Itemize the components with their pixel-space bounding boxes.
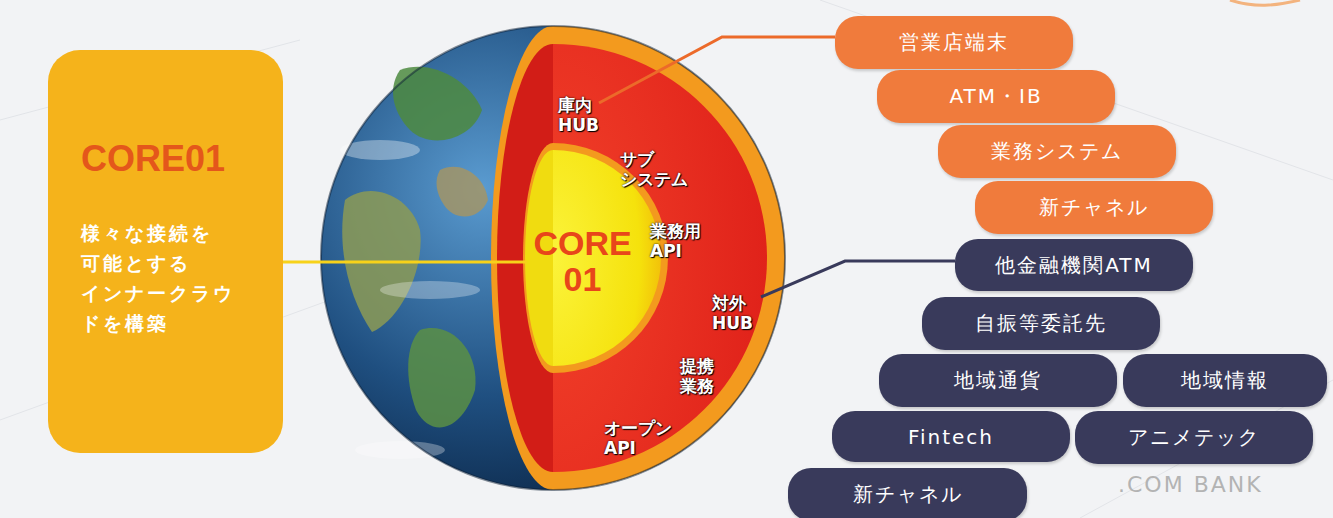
channel-pill: 新チャネル <box>975 181 1213 234</box>
earth-sphere <box>321 26 785 490</box>
node-title: 新チャネル <box>1039 194 1149 221</box>
node-title: 業務システム <box>991 138 1123 165</box>
layer-label: 業務用 API <box>650 222 701 261</box>
connector-line <box>283 261 527 264</box>
node-title: CORE 01 <box>533 226 631 297</box>
node-title: CORE01 <box>81 138 225 180</box>
layer-label: オープン API <box>604 419 672 458</box>
leader-line <box>761 261 955 297</box>
cloud <box>380 281 480 299</box>
background-line <box>820 0 1333 180</box>
watermark: .COM BANK <box>1118 472 1263 497</box>
core-circle: CORE 01 <box>527 220 638 304</box>
core-panel: CORE01 様々な接続を 可能とする インナークラウ ドを構築 <box>48 50 283 453</box>
channel-pill: 業務システム <box>938 125 1176 178</box>
continent <box>437 167 488 217</box>
node-body: 様々な接続を 可能とする インナークラウ ドを構築 <box>81 218 235 338</box>
node-title: 地域情報 <box>1181 367 1269 394</box>
node-title: 他金融機関ATM <box>995 252 1153 279</box>
earth-outline <box>321 26 785 490</box>
node-title: Fintech <box>908 425 994 449</box>
layer-label: 庫内 HUB <box>558 96 599 135</box>
layer-label: 対外 HUB <box>712 294 753 333</box>
layer-label: 提携 業務 <box>680 357 714 396</box>
partner-pill: 他金融機関ATM <box>955 239 1193 291</box>
partner-pill: Fintech <box>832 411 1070 462</box>
node-title: 自振等委託先 <box>975 310 1107 337</box>
node-title: 地域通貨 <box>954 367 1042 394</box>
leader-line <box>599 37 835 103</box>
partner-pill: アニメテック <box>1075 411 1313 464</box>
partner-pill: 地域情報 <box>1123 354 1327 407</box>
node-title: ATM・IB <box>949 83 1042 110</box>
node-title: 新チャネル <box>853 481 963 508</box>
node-title: アニメテック <box>1128 424 1260 451</box>
partner-pill: 新チャネル <box>788 468 1027 518</box>
partner-pill: 自振等委託先 <box>922 297 1160 350</box>
node-title: 営業店端末 <box>899 29 1009 56</box>
decor-curve <box>1230 0 1300 5</box>
channel-pill: ATM・IB <box>877 70 1115 123</box>
channel-pill: 営業店端末 <box>835 16 1073 69</box>
partner-pill: 地域通貨 <box>879 354 1117 407</box>
layer-label: サブ システム <box>620 150 688 189</box>
continent <box>408 328 475 427</box>
